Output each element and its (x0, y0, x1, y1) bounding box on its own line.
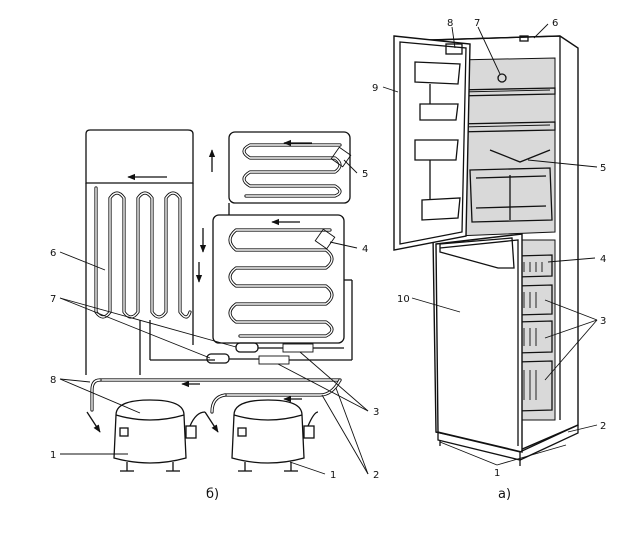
callout-2-a: 2 (600, 421, 606, 432)
upper-evaporator-panel (228, 131, 351, 204)
callout-5-a: 5 (600, 163, 606, 174)
condenser-coil (94, 186, 192, 319)
callout-4-b: 4 (362, 244, 368, 255)
lower-door (435, 233, 523, 453)
lower-evaporator-panel (212, 214, 345, 344)
upper-evaporator-coil (242, 143, 342, 198)
callout-8-b: 8 (50, 375, 56, 386)
interior-light (497, 73, 507, 83)
door-bins (414, 61, 461, 221)
door-handle (439, 237, 515, 269)
refrigerator-illustration: 1 2 3 4 5 6 7 8 9 10 а) (372, 18, 606, 502)
callout-1-right: 1 (330, 470, 336, 481)
filter-drier (206, 353, 230, 364)
lower-evaporator-coil (228, 228, 334, 338)
upper-door (393, 35, 471, 251)
callout-7-a: 7 (474, 18, 480, 29)
fridge-shelves (454, 87, 556, 223)
callout-6-b: 6 (50, 248, 56, 259)
capillary-coil-1 (282, 343, 314, 353)
callout-9-a: 9 (372, 83, 378, 94)
callout-4-a: 4 (600, 254, 606, 265)
figure-b-caption: б) (206, 487, 219, 502)
compressor-left (113, 399, 206, 472)
figure-a-caption: а) (498, 487, 511, 502)
condenser-top-chamber (85, 129, 194, 184)
callout-3-b: 3 (373, 407, 379, 418)
callout-1-a: 1 (494, 468, 500, 479)
callout-8-a: 8 (447, 18, 453, 29)
refrigeration-circuit: 1 1 2 3 4 5 6 7 8 б) (50, 129, 379, 502)
filter-drier-2 (235, 342, 259, 353)
callout-10-a: 10 (397, 294, 410, 305)
callout-leaders-b (59, 159, 369, 475)
callout-6-a: 6 (552, 18, 558, 29)
callout-leaders-a (382, 23, 598, 466)
callout-3-a: 3 (600, 316, 606, 327)
compressor-right (231, 399, 319, 472)
callout-5-b: 5 (362, 169, 368, 180)
callout-7-b: 7 (50, 294, 56, 305)
capillary-coil-2 (258, 355, 290, 365)
callout-2-b: 2 (373, 470, 379, 481)
callout-1-left: 1 (50, 450, 56, 461)
